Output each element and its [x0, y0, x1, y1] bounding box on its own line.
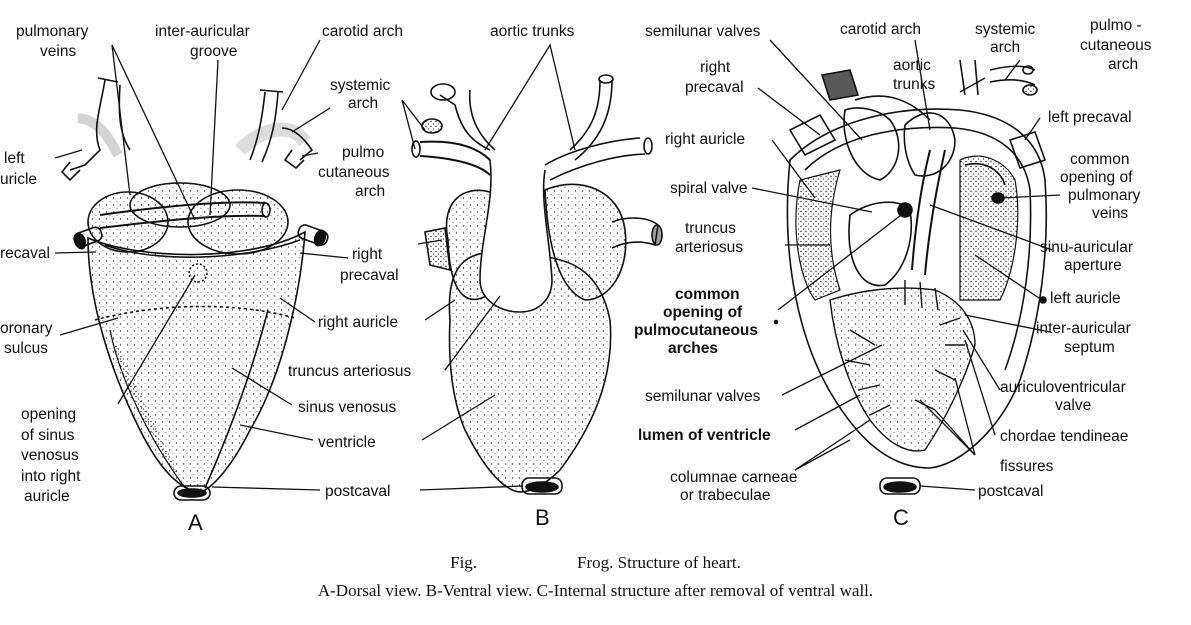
label-systemic-arch-c-2: arch: [990, 39, 1020, 56]
label-right-precaval-a: right: [352, 246, 383, 263]
label-semilunar-valves-top: semilunar valves: [645, 23, 761, 40]
label-auriculoventricular-valve-2: valve: [1055, 397, 1091, 414]
label-aortic-trunks-c-2: trunks: [893, 76, 935, 93]
label-systemic-arch-a-2: arch: [348, 95, 378, 112]
leader-lines: [54, 39, 1061, 491]
label-common-opening-pv: common: [1070, 151, 1129, 168]
label-fissures: fissures: [1000, 458, 1054, 475]
label-left-auricle-c: left auricle: [1050, 290, 1121, 307]
label-systemic-arch-c: systemic: [975, 21, 1036, 38]
label-coronary-sulcus-2: sulcus: [4, 340, 48, 357]
view-a-dorsal: [60, 77, 329, 501]
label-truncus-arteriosus-c-2: arteriosus: [675, 239, 743, 256]
label-sinu-auricular-aperture-2: aperture: [1064, 257, 1122, 274]
label-left-auricle-a: left: [4, 150, 25, 167]
label-postcaval-c: postcaval: [978, 483, 1043, 500]
caption-fig: Fig.: [450, 553, 478, 572]
label-auriculoventricular-valve: auriculoventricular: [1000, 379, 1126, 396]
label-right-auricle-a: right auricle: [318, 314, 398, 331]
label-inter-auricular-groove: inter-auricular: [155, 23, 250, 40]
caption-subtitle: A-Dorsal view. B-Ventral view. C-Interna…: [317, 581, 874, 600]
label-systemic-arch-a: systemic: [330, 77, 391, 94]
label-common-opening-pc-2: opening of: [663, 304, 743, 321]
label-common-opening-pc-4: arches: [668, 340, 718, 357]
label-left-auricle-a-2: uricle: [0, 171, 37, 188]
label-pulmocutaneous-arch-c: pulmo -: [1090, 17, 1142, 34]
label-right-auricle-c: right auricle: [665, 131, 745, 148]
label-opening-sinus-venosus: opening: [21, 406, 76, 423]
label-precaval-a: recaval: [0, 245, 50, 262]
view-b-ventral: [411, 74, 663, 495]
label-common-opening-pc: common: [675, 286, 740, 303]
label-pulmocutaneous-arch-a-3: arch: [355, 183, 385, 200]
label-pulmonary-veins-2: veins: [40, 43, 76, 60]
label-left-precaval-c: left precaval: [1048, 109, 1132, 126]
label-pulmonary-veins: pulmonary: [16, 23, 89, 40]
label-opening-sinus-venosus-2: of sinus: [21, 427, 75, 444]
view-letter-c: C: [893, 505, 909, 530]
caption-title: Frog. Structure of heart.: [577, 553, 741, 572]
label-opening-sinus-venosus-5: auricle: [24, 488, 70, 505]
figure-caption: Fig. Frog. Structure of heart.: [0, 553, 1191, 573]
label-pulmocutaneous-arch-c-2: cutaneous: [1080, 37, 1152, 54]
label-ventricle: ventricle: [318, 434, 376, 451]
label-aortic-trunks-b: aortic trunks: [490, 23, 575, 40]
label-columnae-carneae-2: or trabeculae: [680, 487, 770, 504]
label-right-precaval-c: right: [700, 59, 731, 76]
figure-subcaption: A-Dorsal view. B-Ventral view. C-Interna…: [0, 581, 1191, 601]
label-opening-sinus-venosus-3: venosus: [21, 447, 79, 464]
label-pulmocutaneous-arch-c-3: arch: [1108, 56, 1138, 73]
label-aortic-trunks-c: aortic: [893, 57, 931, 74]
label-carotid-arch-c: carotid arch: [840, 21, 921, 38]
label-sinu-auricular-aperture: sinu-auricular: [1040, 239, 1133, 256]
label-spiral-valve: spiral valve: [670, 180, 748, 197]
label-pulmocutaneous-arch-a: pulmo: [342, 144, 384, 161]
label-sinus-venosus: sinus venosus: [298, 399, 396, 416]
label-right-precaval-c-2: precaval: [685, 79, 744, 96]
label-coronary-sulcus: oronary: [0, 320, 53, 337]
label-inter-auricular-groove-2: groove: [190, 43, 237, 60]
label-right-precaval-a-2: precaval: [340, 267, 399, 284]
label-common-opening-pv-3: pulmonary: [1068, 187, 1141, 204]
label-semilunar-valves-bottom: semilunar valves: [645, 388, 761, 405]
label-common-opening-pv-4: veins: [1092, 205, 1128, 222]
label-lumen-of-ventricle: lumen of ventricle: [638, 427, 771, 444]
label-common-opening-pc-3: pulmocutaneous: [634, 322, 758, 339]
label-postcaval-a: postcaval: [325, 483, 390, 500]
label-truncus-arteriosus-c: truncus: [685, 220, 736, 237]
view-letter-a: A: [188, 510, 203, 535]
label-inter-auricular-septum: inter-auricular: [1036, 320, 1131, 337]
label-pulmocutaneous-arch-a-2: cutaneous: [318, 164, 390, 181]
label-common-opening-pv-2: opening of: [1060, 169, 1133, 186]
label-chordae-tendineae: chordae tendineae: [1000, 428, 1128, 445]
label-columnae-carneae: columnae carneae: [670, 469, 798, 486]
label-opening-sinus-venosus-4: into right: [21, 468, 81, 485]
label-truncus-arteriosus-b: truncus arteriosus: [288, 363, 411, 380]
view-letter-b: B: [535, 505, 550, 530]
label-inter-auricular-septum-2: septum: [1064, 339, 1115, 356]
view-c-internal: [773, 59, 1048, 495]
label-carotid-arch-a: carotid arch: [322, 23, 403, 40]
